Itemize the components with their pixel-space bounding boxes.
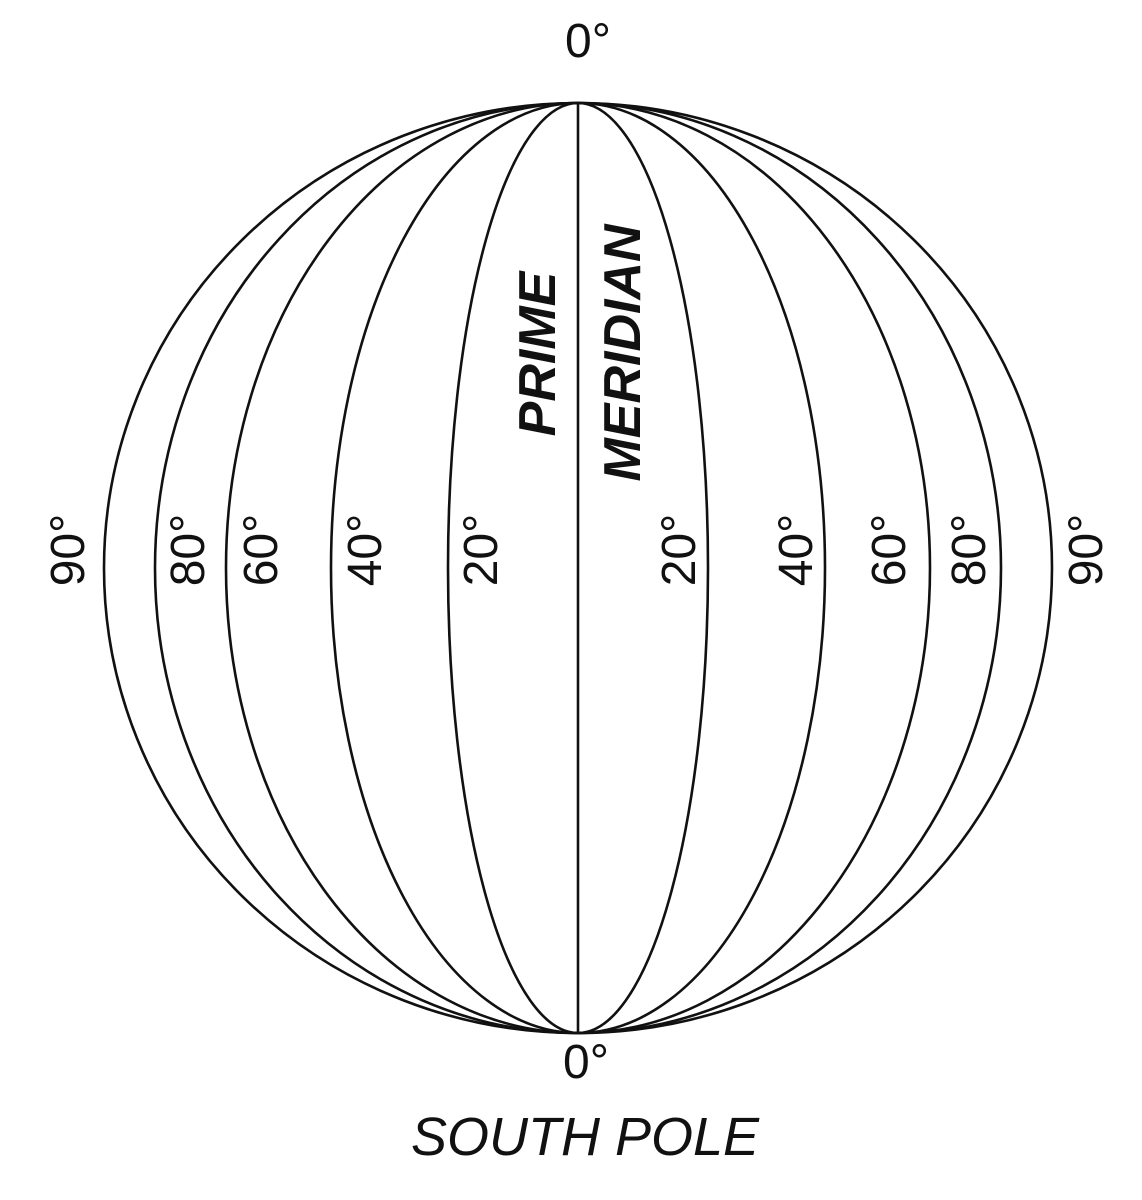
left-label-40: 40°: [339, 514, 392, 587]
left-label-90: 90°: [42, 514, 95, 587]
right-label-80: 80°: [943, 514, 996, 587]
right-label-90: 90°: [1060, 514, 1113, 587]
right-label-20: 20°: [653, 514, 706, 587]
top-degree-label: 0°: [565, 15, 611, 68]
meridian-label: MERIDIAN: [594, 223, 652, 482]
right-label-60: 60°: [863, 514, 916, 587]
bottom-degree-label: 0°: [563, 1036, 609, 1089]
right-label-40: 40°: [770, 514, 823, 587]
left-label-20: 20°: [455, 514, 508, 587]
left-label-80: 80°: [162, 514, 215, 587]
left-label-60: 60°: [235, 514, 288, 587]
south-pole-label: SOUTH POLE: [411, 1107, 760, 1167]
prime-label: PRIME: [509, 270, 567, 436]
